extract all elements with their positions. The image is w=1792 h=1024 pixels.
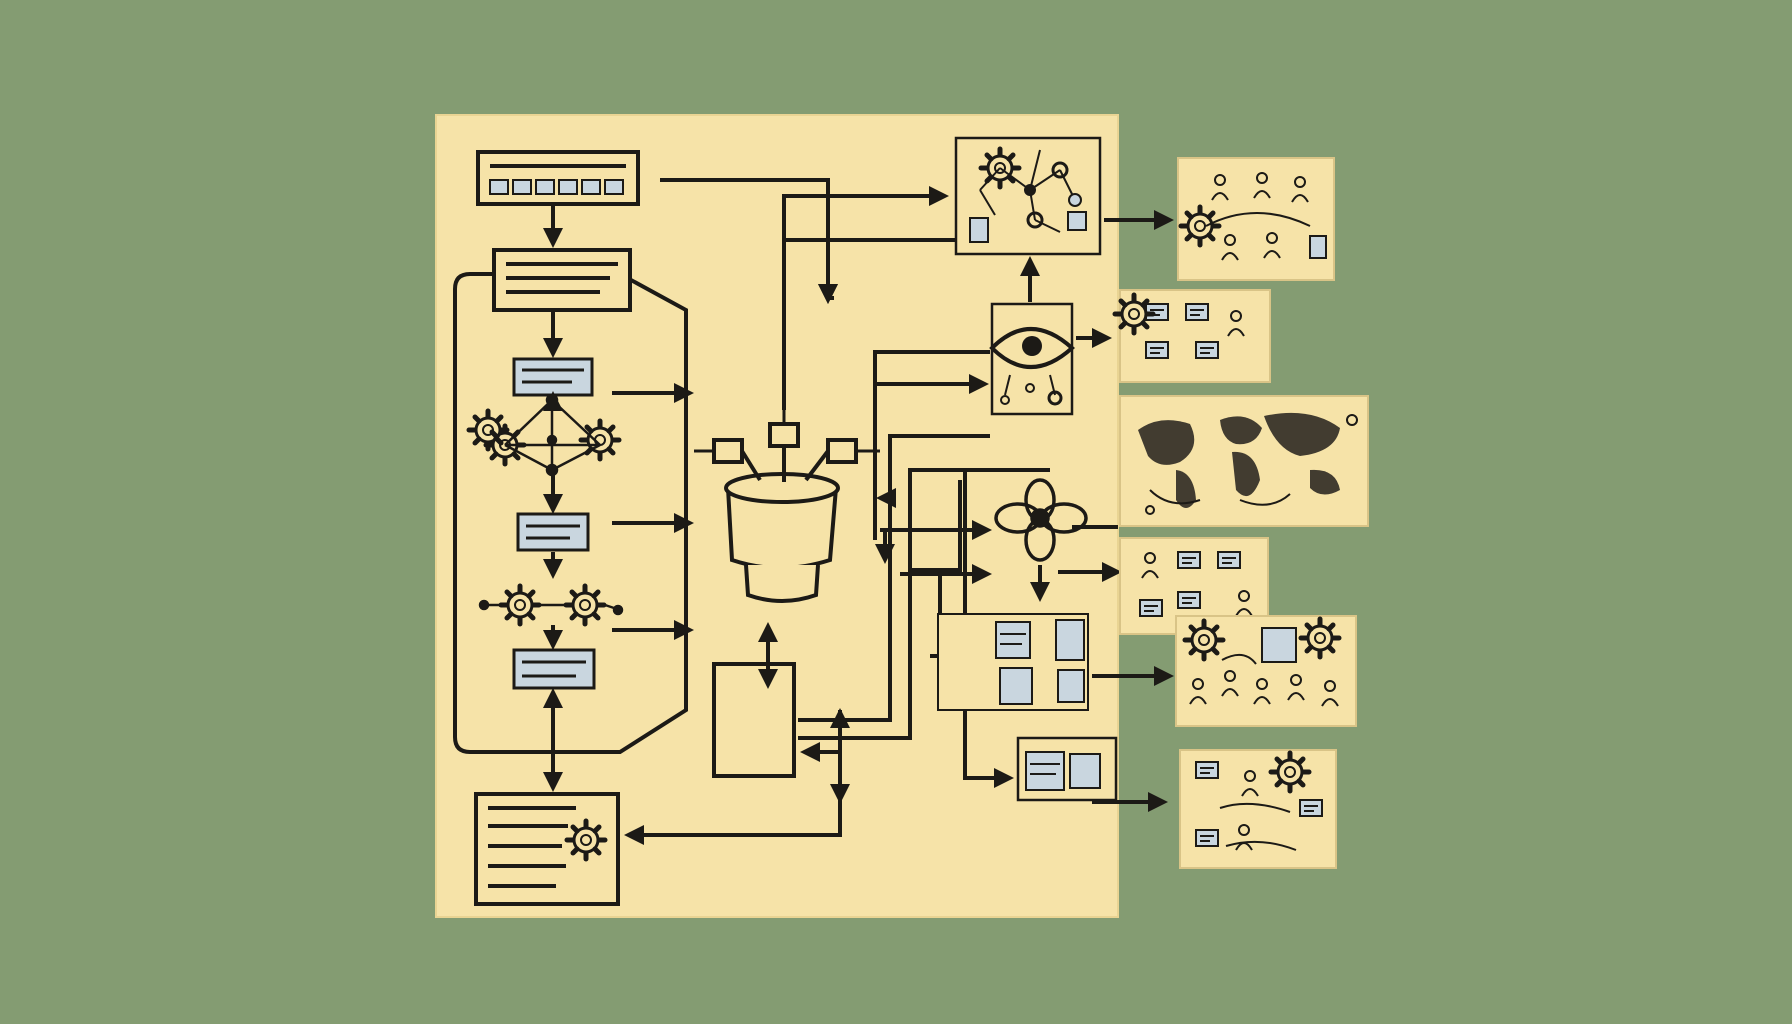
- team-card: [1175, 615, 1357, 727]
- people-card: [1177, 157, 1335, 281]
- world-map-card: [1119, 395, 1369, 527]
- document-panel-card: [937, 613, 1089, 711]
- flower-icon: [994, 478, 1088, 562]
- analytics-card: [1179, 749, 1337, 869]
- screen-panel-1: [512, 357, 594, 397]
- world-map-icon: [1138, 412, 1340, 508]
- mini-panel-card: [1016, 736, 1118, 802]
- left-pipeline-frame: [453, 272, 688, 754]
- network-card: [954, 136, 1102, 256]
- top-header-box: [476, 150, 640, 206]
- gear-links: [478, 599, 624, 616]
- storage-box: [712, 662, 796, 778]
- screen-panel-3: [512, 648, 596, 690]
- eye-card: [989, 302, 1075, 416]
- bucket-database-icon: [712, 422, 858, 603]
- screens-card: [1115, 289, 1271, 383]
- list-box: [492, 248, 632, 312]
- outer-arrows: [1030, 210, 1174, 812]
- left-flow-arrows: [543, 206, 694, 792]
- screen-panel-2: [516, 512, 590, 552]
